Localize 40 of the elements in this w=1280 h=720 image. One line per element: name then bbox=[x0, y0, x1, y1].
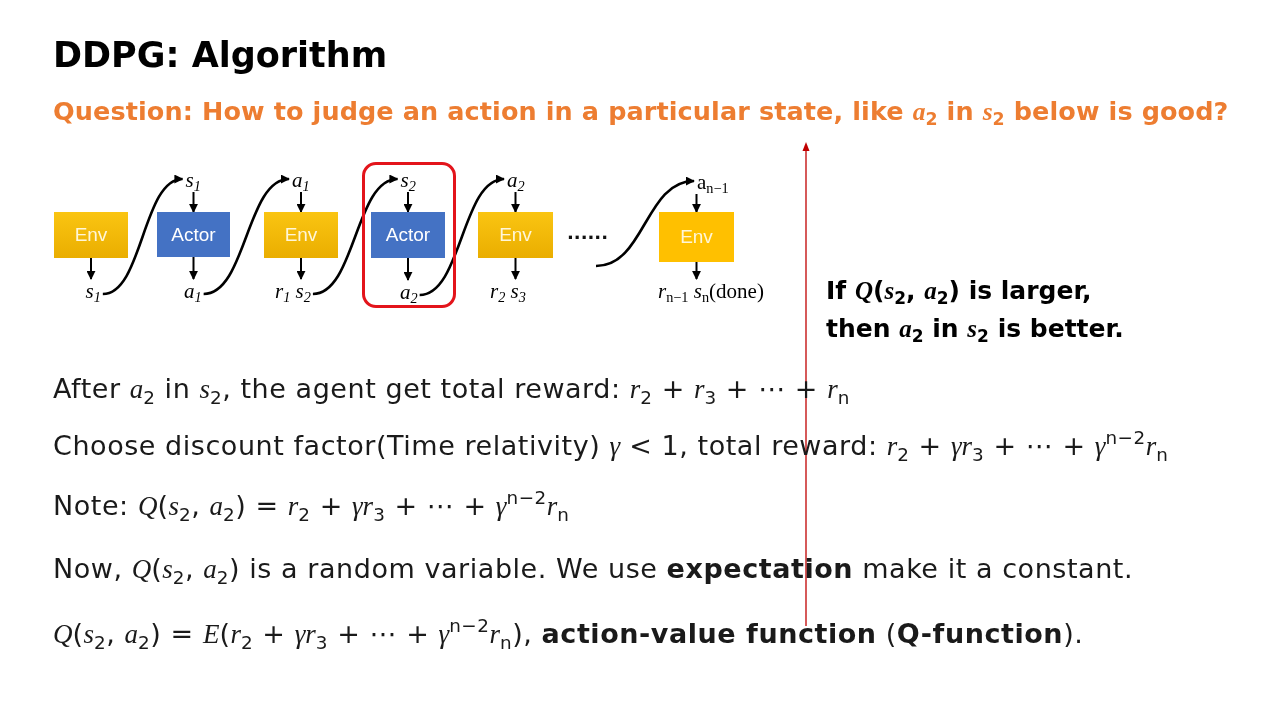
math-label: s$_{1}$ bbox=[185, 168, 201, 192]
arrow bbox=[189, 256, 198, 280]
ellipsis: ...... bbox=[567, 222, 609, 243]
arrow bbox=[692, 261, 701, 280]
process-box: Env bbox=[264, 212, 338, 258]
arrow bbox=[511, 257, 520, 280]
arrow bbox=[692, 193, 701, 213]
math-label: a$_{2}$ bbox=[507, 168, 525, 192]
process-box: Env bbox=[54, 212, 128, 258]
math-label: s$_{2}$ bbox=[400, 168, 416, 192]
formula-text: Q(s$_{2}$, a$_{2}$) = E(r$_{2}$ + γr$_{3}$ + ⋯ + γ$^{n−2}$r$_{n}$), action-value function (Q-function). bbox=[53, 618, 1084, 650]
math-label: a$_{2}$ bbox=[400, 280, 418, 304]
arrow bbox=[86, 257, 96, 280]
math-label: a$_{n−1}$ bbox=[697, 170, 729, 194]
math-label: r$_{2}$ s$_{3}$ bbox=[490, 279, 526, 303]
math-label: r$_{n−1}$ s$_{n}$(done) bbox=[658, 279, 764, 303]
process-box: Env bbox=[659, 212, 734, 262]
curved-arrow bbox=[102, 176, 184, 296]
curved-arrow bbox=[419, 176, 505, 297]
process-box: Actor bbox=[157, 212, 230, 257]
question-text: Question: How to judge an action in a particular state, like a$_{2}$ in s$_{2}$ below is good? bbox=[53, 96, 1229, 127]
arrow bbox=[296, 257, 306, 280]
body-text: Note: Q(s$_{2}$, a$_{2}$) = r$_{2}$ + γr$_{3}$ + ⋯ + γ$^{n−2}$r$_{n}$ bbox=[53, 490, 570, 522]
math-label: a$_{1}$ bbox=[292, 168, 310, 192]
process-box: Env bbox=[478, 212, 553, 258]
arrow bbox=[296, 191, 306, 213]
arrow bbox=[189, 191, 198, 213]
highlight-frame bbox=[362, 162, 456, 308]
math-label: s$_{1}$ bbox=[85, 279, 101, 303]
arrow bbox=[403, 191, 413, 213]
curved-arrow bbox=[312, 176, 399, 296]
math-label: r$_{1}$ s$_{2}$ bbox=[275, 279, 311, 303]
arrow bbox=[403, 257, 413, 281]
note-text: If Q(s$_{2}$, a$_{2}$) is larger, then a$_{2}$ in s$_{2}$ is better. bbox=[826, 275, 1125, 348]
process-box: Actor bbox=[371, 212, 445, 258]
math-label: a$_{1}$ bbox=[184, 279, 202, 303]
curved-arrow bbox=[203, 176, 290, 296]
curved-arrow bbox=[595, 177, 695, 268]
slide-title: DDPG: Algorithm bbox=[53, 35, 388, 75]
arrow bbox=[511, 191, 520, 213]
